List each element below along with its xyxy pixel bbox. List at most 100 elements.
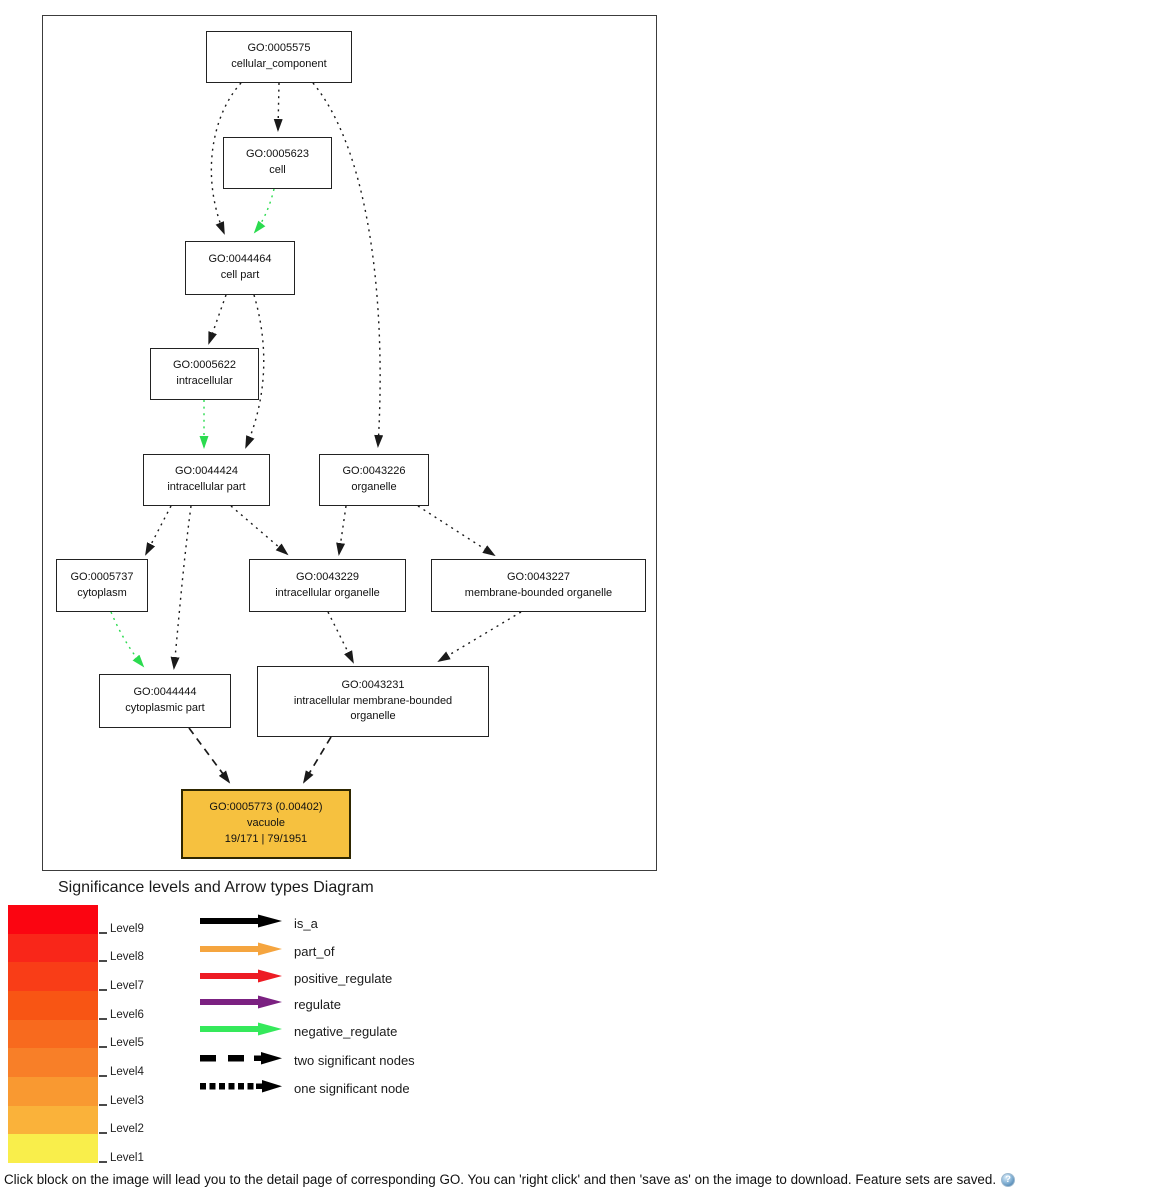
level-swatch-Level2 [8,1105,98,1135]
level-tick [99,1046,107,1049]
go-node-GO:0005773[interactable]: GO:0005773 (0.00402) vacuole 19/171 | 79/1… [181,789,351,859]
go-node-label: intracellular membrane-bounded [293,694,453,707]
go-node-label: cytoplasmic part [125,702,205,714]
level-tick [99,931,107,934]
edge-GO:0044464-to-GO:0005622 [208,294,227,345]
go-node-label: GO:0044464 [208,253,272,266]
level-tick-label: Level5 [110,1037,144,1050]
edge-GO:0043229-to-GO:0043231 [327,611,354,664]
edge-GO:0005575-to-GO:0005623 [273,82,283,132]
level-tick [99,1017,107,1020]
edge-GO:0044444-to-GO:0005773 [188,727,231,784]
level-swatch-Level8 [8,933,98,963]
arrow-type-row: one significant node [198,1078,410,1099]
legend-title: Significance levels and Arrow types Diag… [58,879,374,896]
level-tick [99,1075,107,1077]
edge-GO:0044424-to-GO:0043229 [230,505,289,556]
footer-note: Click block on the image will lead you t… [4,1172,1016,1187]
go-node-label: organelle [350,710,396,723]
level-swatch-Level7 [8,962,98,992]
level-tick [99,1132,107,1135]
level-tick-label: Level1 [110,1152,144,1164]
level-tick [99,960,107,963]
level-tick-label: Level2 [110,1123,144,1136]
go-node-label: cellular_component [231,58,327,70]
go-node-label: membrane-bounded organelle [464,586,613,599]
arrow-type-row: regulate [198,995,341,1012]
arrow-type-row: negative_regulate [198,1021,398,1042]
level-tick-label: Level3 [110,1094,144,1107]
help-icon[interactable]: ? [1001,1172,1016,1187]
edge-GO:0043226-to-GO:0043229 [336,505,347,556]
arrow-type-label: one significant node [294,1080,410,1096]
go-node-GO:0044464[interactable]: GO:0044464 cell part [185,241,295,295]
go-node-label: 19/171 | 79/1951 [224,832,308,845]
level-swatch-Level6 [8,991,98,1020]
arrow-type-label: is_a [294,915,318,931]
edge-GO:0005737-to-GO:0044444 [110,611,145,668]
go-node-label: GO:0005622 [173,359,236,372]
level-tick-label: Level6 [110,1008,144,1021]
level-swatch-Level9 [8,905,98,934]
level-tick-label: Level9 [110,922,144,935]
go-node-label: GO:0005773 (0.00402) [209,801,323,814]
go-node-label: cytoplasm [77,586,127,599]
edge-GO:0005575-to-GO:0043226 [312,82,384,448]
go-node-label: cell part [220,269,260,281]
go-node-GO:0044444[interactable]: GO:0044444 cytoplasmic part [99,674,231,728]
positive-regulate-arrow-icon [198,968,284,989]
arrow-type-label: part_of [294,943,335,959]
edge-GO:0005575-to-GO:0044464 [210,82,242,235]
arrow-type-label: regulate [294,996,341,1012]
legend: Significance levels and Arrow types Diag… [0,876,700,1176]
edge-GO:0044424-to-GO:0044444 [170,505,192,670]
go-node-label: intracellular part [167,481,246,493]
arrow-type-row: positive_regulate [198,968,393,989]
significance-gradient-bar [8,905,98,1164]
edge-GO:0005623-to-GO:0044464 [253,188,275,234]
go-node-label: GO:0044444 [133,686,197,699]
graph-edges-layer [110,82,522,784]
go-node-label: GO:0005737 [70,570,134,583]
edge-GO:0043226-to-GO:0043227 [417,505,496,557]
go-node-label: cell [269,164,286,176]
go-node-GO:0005575[interactable]: GO:0005575 cellular_component [206,31,352,83]
go-node-GO:0043231[interactable]: GO:0043231 intracellular membrane-bounded… [257,666,489,737]
two-significant-nodes-arrow-icon [198,1050,284,1071]
go-node-label: GO:0005575 [247,42,311,55]
edge-GO:0043231-to-GO:0005773 [302,736,332,784]
go-node-label: intracellular organelle [275,586,380,599]
edge-GO:0044424-to-GO:0005737 [145,505,172,556]
go-node-label: vacuole [247,817,285,830]
negative-regulate-arrow-icon [198,1021,284,1042]
edge-GO:0043227-to-GO:0043231 [437,611,522,663]
arrow-type-row: part_of [198,941,335,962]
arrow-type-label: negative_regulate [294,1023,398,1039]
footer-text: Click block on the image will lead you t… [4,1172,997,1187]
arrow-type-row: two significant nodes [198,1050,415,1071]
arrow-type-row: is_a [198,914,318,931]
go-node-label: intracellular [176,375,233,387]
level-swatch-Level5 [8,1019,98,1049]
level-tick-label: Level7 [110,980,144,992]
go-node-GO:0005622[interactable]: GO:0005622 intracellular [150,348,259,400]
arrow-type-label: positive_regulate [294,970,393,986]
level-tick [99,1103,107,1106]
one-significant-node-arrow-icon [198,1078,284,1099]
level-swatch-Level3 [8,1077,98,1106]
arrow-type-label: two significant nodes [294,1052,415,1068]
go-node-label: GO:0043226 [342,465,406,478]
level-swatch-Level1 [8,1134,98,1164]
go-node-label: GO:0043231 [341,678,405,691]
go-node-GO:0005737[interactable]: GO:0005737 cytoplasm [56,559,148,612]
part-of-arrow-icon [198,941,284,962]
level-tick [99,1161,107,1163]
level-tick-label: Level8 [110,951,144,964]
